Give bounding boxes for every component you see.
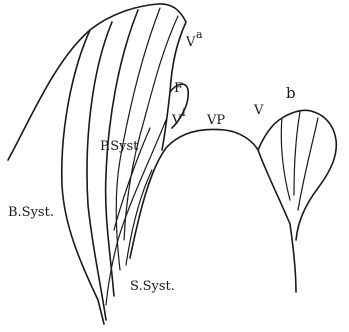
label-b: b xyxy=(286,84,296,102)
label-vp: VP xyxy=(206,113,225,128)
labels: V a F V i VP V b P.Syst B.Syst. S.Syst. xyxy=(8,28,296,294)
right-inner-strand-3 xyxy=(298,118,318,210)
label-va: V xyxy=(185,35,196,50)
label-b-syst: B.Syst. xyxy=(8,205,54,220)
label-f: F xyxy=(174,81,183,96)
label-p-syst: P.Syst xyxy=(100,139,139,154)
vp-arch-contour xyxy=(130,129,258,258)
label-s-syst: S.Syst. xyxy=(130,279,175,294)
right-stem xyxy=(290,224,296,292)
label-vi-sup: i xyxy=(182,106,186,119)
left-structure xyxy=(8,4,188,324)
right-left-contour xyxy=(258,150,290,224)
label-v: V xyxy=(253,103,264,118)
stem-strand-1 xyxy=(87,22,112,320)
right-structure xyxy=(258,110,336,292)
stem-strand-4 xyxy=(124,16,178,240)
right-inner-strand-1 xyxy=(281,118,290,200)
b-syst-stem xyxy=(62,30,104,324)
label-vi: V xyxy=(171,113,182,128)
label-va-sup: a xyxy=(196,28,203,41)
right-inner-strand-2 xyxy=(294,112,300,195)
vp-arch xyxy=(126,129,258,265)
